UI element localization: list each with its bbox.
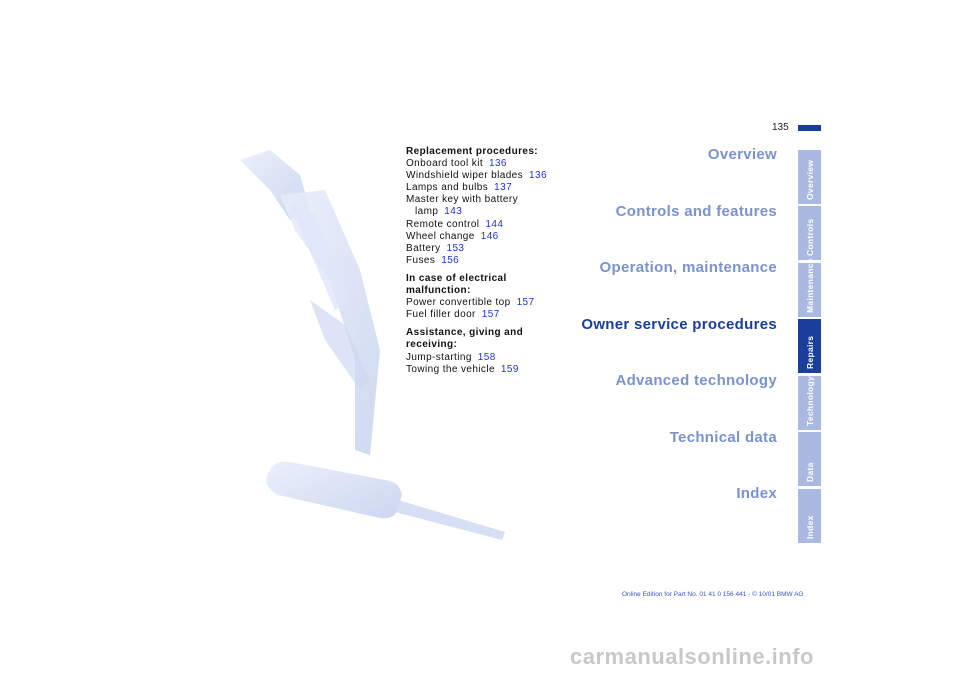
chapter-link-data[interactable]: Technical data	[669, 429, 777, 446]
tab-maintenance[interactable]: Maintenance	[798, 258, 821, 317]
toc-group-replacement: Replacement procedures: Onboard tool kit…	[406, 146, 581, 267]
toc-page-link[interactable]: 158	[477, 351, 496, 363]
toc-group-electrical: In case of electrical malfunction: Power…	[406, 273, 581, 321]
toc-page-link[interactable]: 153	[446, 242, 465, 254]
tab-controls[interactable]: Controls	[798, 206, 821, 260]
tab-repairs[interactable]: Repairs	[798, 319, 821, 373]
toc-page-link[interactable]: 157	[516, 297, 535, 309]
chapter-link-controls[interactable]: Controls and features	[615, 203, 777, 220]
toc-group-assistance: Assistance, giving and receiving: Jump-s…	[406, 327, 581, 375]
toc-page-link[interactable]: 136	[529, 170, 547, 182]
toc-page-link[interactable]: 136	[489, 158, 507, 170]
chapter-link-index[interactable]: Index	[736, 485, 777, 502]
toc-heading: malfunction:	[406, 285, 471, 297]
chapter-link-overview[interactable]: Overview	[707, 146, 777, 163]
tab-data[interactable]: Data	[798, 432, 821, 486]
page-marker	[798, 125, 821, 131]
chapter-link-technology[interactable]: Advanced technology	[615, 372, 777, 389]
toc-page-link[interactable]: 146	[480, 230, 499, 242]
tab-overview[interactable]: Overview	[798, 150, 821, 204]
footer-edition-note: Online Edition for Part No. 01 41 0 156 …	[622, 591, 804, 598]
pliers-icon	[240, 150, 380, 455]
tools-illustration	[240, 150, 505, 540]
chapter-link-repairs[interactable]: Owner service procedures	[581, 316, 777, 333]
toc-page-link[interactable]: 137	[494, 182, 513, 194]
toc-page-link[interactable]: 144	[485, 218, 504, 230]
toc-heading: In case of electrical	[406, 272, 507, 284]
chapter-link-maintenance[interactable]: Operation, maintenance	[599, 259, 777, 276]
toc-page-link[interactable]: 159	[500, 363, 519, 375]
toc-heading: Assistance, giving and	[406, 327, 524, 339]
toc-page-link[interactable]: 143	[444, 206, 463, 218]
toc-heading: Replacement procedures:	[406, 146, 539, 157]
section-toc: Replacement procedures: Onboard tool kit…	[406, 146, 581, 382]
toc-page-link[interactable]: 156	[441, 254, 460, 266]
toc-page-link[interactable]: 157	[481, 309, 500, 321]
page-number: 135	[772, 122, 789, 133]
toc-entry[interactable]: Master key with battery	[406, 194, 519, 206]
screwdriver-icon	[266, 461, 505, 540]
tab-index[interactable]: Index	[798, 489, 821, 543]
watermark: carmanualsonline.info	[570, 644, 814, 669]
tab-technology[interactable]: Technology	[798, 376, 821, 430]
toc-heading: receiving:	[406, 339, 458, 351]
